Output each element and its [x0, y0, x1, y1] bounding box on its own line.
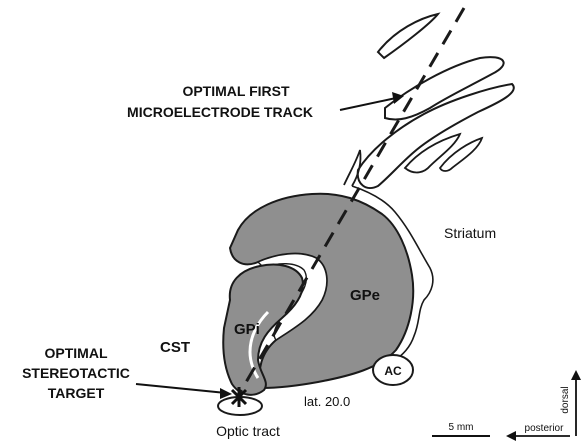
dorsal-label: dorsal	[560, 386, 571, 413]
target-label-line2: STEREOTACTIC	[22, 365, 130, 381]
striatum-label: Striatum	[444, 225, 496, 241]
striatum-fragment-middle	[358, 84, 514, 188]
scale-label: 5 mm	[449, 422, 474, 433]
optic-tract-label: Optic tract	[216, 423, 280, 439]
posterior-arrowhead	[506, 431, 516, 441]
striatum-fragment-top	[378, 14, 438, 58]
track-label-line2: MICROELECTRODE TRACK	[127, 104, 313, 120]
track-label-line1: OPTIMAL FIRST	[182, 83, 290, 99]
gpi-label: GPi	[234, 321, 260, 338]
posterior-label: posterior	[525, 423, 565, 434]
striatum-fragment-small	[440, 138, 482, 171]
track-arrow-line	[340, 98, 396, 110]
target-label-line3: TARGET	[48, 385, 105, 401]
target-label-line1: OPTIMAL	[45, 345, 108, 361]
track-arrowhead	[392, 92, 404, 104]
cst-label: CST	[160, 339, 190, 356]
gpe-label: GPe	[350, 287, 380, 304]
target-arrow-line	[136, 384, 226, 393]
lat-label: lat. 20.0	[304, 394, 350, 409]
ac-label: AC	[384, 364, 402, 378]
dorsal-arrowhead	[571, 370, 581, 380]
